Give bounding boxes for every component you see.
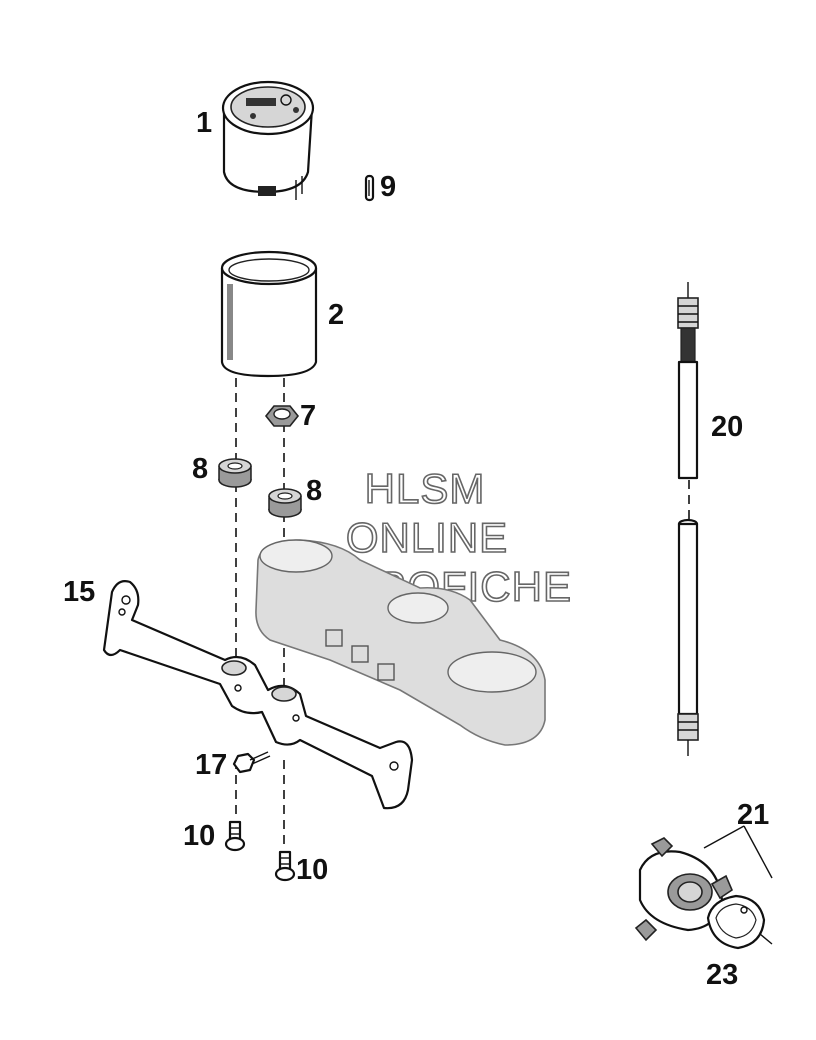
callout-9: 9 [380, 171, 396, 203]
callout-20: 20 [711, 411, 743, 443]
grommet-right-part[interactable] [268, 488, 302, 518]
callout-8-right: 8 [306, 475, 322, 507]
speedometer-part[interactable] [221, 80, 315, 200]
grommet-left-part[interactable] [218, 458, 252, 488]
screw-right-part[interactable] [274, 850, 296, 882]
callout-10-right: 10 [296, 854, 328, 886]
callout-17: 17 [195, 749, 227, 781]
leader-21-b [743, 825, 773, 879]
triple-clamp-part[interactable] [255, 539, 546, 746]
leader-tick [759, 933, 773, 945]
nut-part[interactable] [264, 405, 300, 427]
callout-10-left: 10 [183, 820, 215, 852]
housing-cup-part[interactable] [220, 250, 318, 378]
bracket-part[interactable] [102, 580, 414, 810]
pin-part[interactable] [364, 174, 375, 202]
gasket-part[interactable] [706, 894, 766, 950]
callout-1: 1 [196, 107, 212, 139]
callout-7: 7 [300, 400, 316, 432]
callout-8-left: 8 [192, 453, 208, 485]
speedo-drive-part[interactable] [634, 837, 733, 942]
callout-21: 21 [737, 799, 769, 831]
callout-2: 2 [328, 299, 344, 331]
callout-23: 23 [706, 959, 738, 991]
watermark-line2: ONLINE [346, 514, 508, 561]
speedo-cable-part[interactable] [677, 282, 699, 756]
watermark-line1: HLSM [365, 465, 486, 512]
screw-left-part[interactable] [224, 820, 246, 852]
callout-15: 15 [63, 576, 95, 608]
leader-21-a [703, 825, 745, 849]
bolt-part[interactable] [232, 751, 271, 774]
